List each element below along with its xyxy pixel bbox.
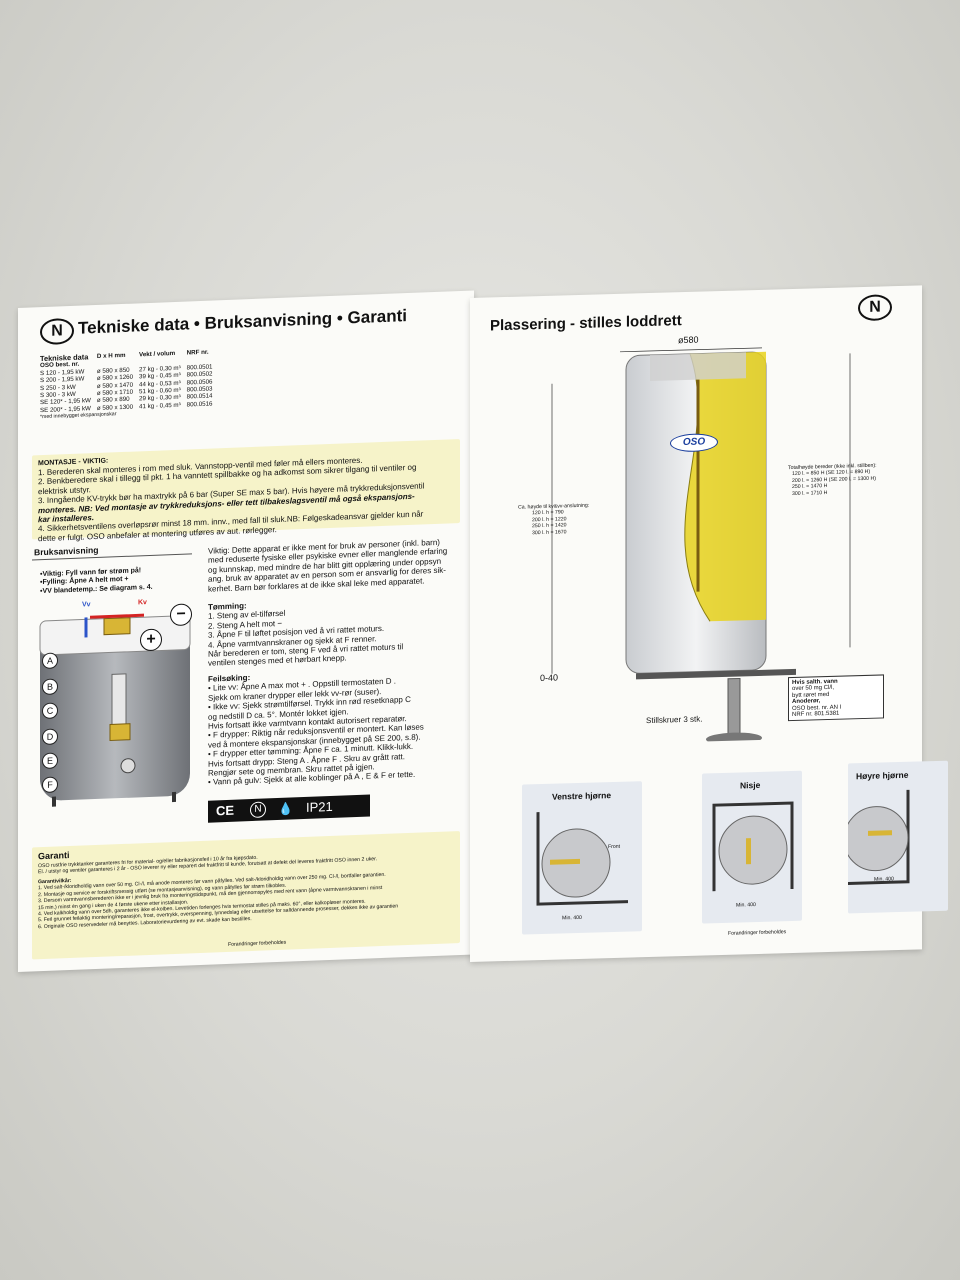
ce-mark-icon: CE [216,802,235,819]
manual-spread: N Tekniske data • Bruksanvisning • Garan… [10,285,948,980]
certification-strip: CE N 💧 IP21 [208,794,370,823]
montasje-list: 1. Berederen skal monteres i rom med slu… [38,453,424,543]
drop-icon: 💧 [278,801,293,817]
thermostat [109,723,131,741]
norway-badge: N [40,317,74,346]
anode-callout: Hvis salth. vann over 50 mg Cl/l, bytt r… [788,674,884,722]
stillskruer-label: Stillskruer 3 stk. [646,714,703,726]
heater-illustration [39,613,191,807]
placement-hoyre: Høyre hjørne Min. 400 [848,760,948,914]
placement-venstre: Venstre hjørne Front Min. 400 [522,781,642,935]
placement-title: Venstre hjørne [552,790,612,802]
left-dimensions: Ca. høyde til kv&vv-anslutning: 120 l. h… [518,503,589,537]
placement-nisje: Nisje Min. 400 [702,770,802,924]
left-page: N Tekniske data • Bruksanvisning • Garan… [18,290,474,972]
min-label: Min. 400 [562,914,582,922]
feil-section: Feilsøking: • Lite vv: Åpne A max mot + … [208,666,424,787]
callout-line: NRF nr. 801.5381 [792,710,840,719]
screw-foot [706,732,762,745]
kv-pipe [90,613,144,619]
placement-title: Høyre hjørne [856,769,909,782]
tank-top [650,352,746,381]
bruk-heading: Bruksanvisning [34,544,99,558]
floor-plate [636,668,796,680]
min-label: Min. 400 [736,902,756,909]
corner-right-diagram [848,789,910,885]
tech-table: Tekniske data D x H mm Vekt / volum NRF … [40,348,218,421]
tomming-section: Tømming: 1. Steng av el-tilførsel 2. Ste… [208,595,403,668]
niche-diagram [712,801,794,892]
n-mark-icon: N [250,801,266,819]
valve-a [103,617,131,636]
garanti-vilkar: Garantivilkår: 1. Ved salt-/kloridholdig… [38,865,398,930]
ip-rating: IP21 [306,798,333,815]
garanti-box: Garanti OSO rustfrie trykktanker garante… [32,831,460,960]
floor-gap-label: 0-40 [540,672,559,684]
tank-cutaway [684,351,766,622]
left-footer: Forandringer forbeholdes [228,939,287,948]
min-label: Min. 400 [874,876,894,883]
montasje-box: MONTASJE - VIKTIG: 1. Berederen skal mon… [32,439,460,543]
left-page-title: Tekniske data • Bruksanvisning • Garanti [78,306,408,338]
adjust-screw [727,677,741,736]
right-footer: Forandringer forbeholdes [728,929,787,937]
garanti-heading: Garanti [38,850,70,862]
placement-title: Nisje [740,779,761,791]
vv-label: Vv [82,601,91,609]
viktig-text: Viktig: Dette apparat er ikke ment for b… [208,538,447,594]
drain-valve [120,758,136,774]
front-label: Front [608,843,621,851]
right-page: Plassering - stilles loddrett N ø580 OSO [470,285,948,962]
right-dimensions: Totalhøyde bereder (ikke inkl. stillben)… [788,463,877,498]
kv-label: Kv [138,599,147,607]
corner-left-diagram [536,812,628,906]
bruk-list: •Viktig: Fyll vann før strøm på! •Fyllin… [40,567,153,597]
heater-diagram: Vv Kv − + A B C D E F [32,593,200,815]
